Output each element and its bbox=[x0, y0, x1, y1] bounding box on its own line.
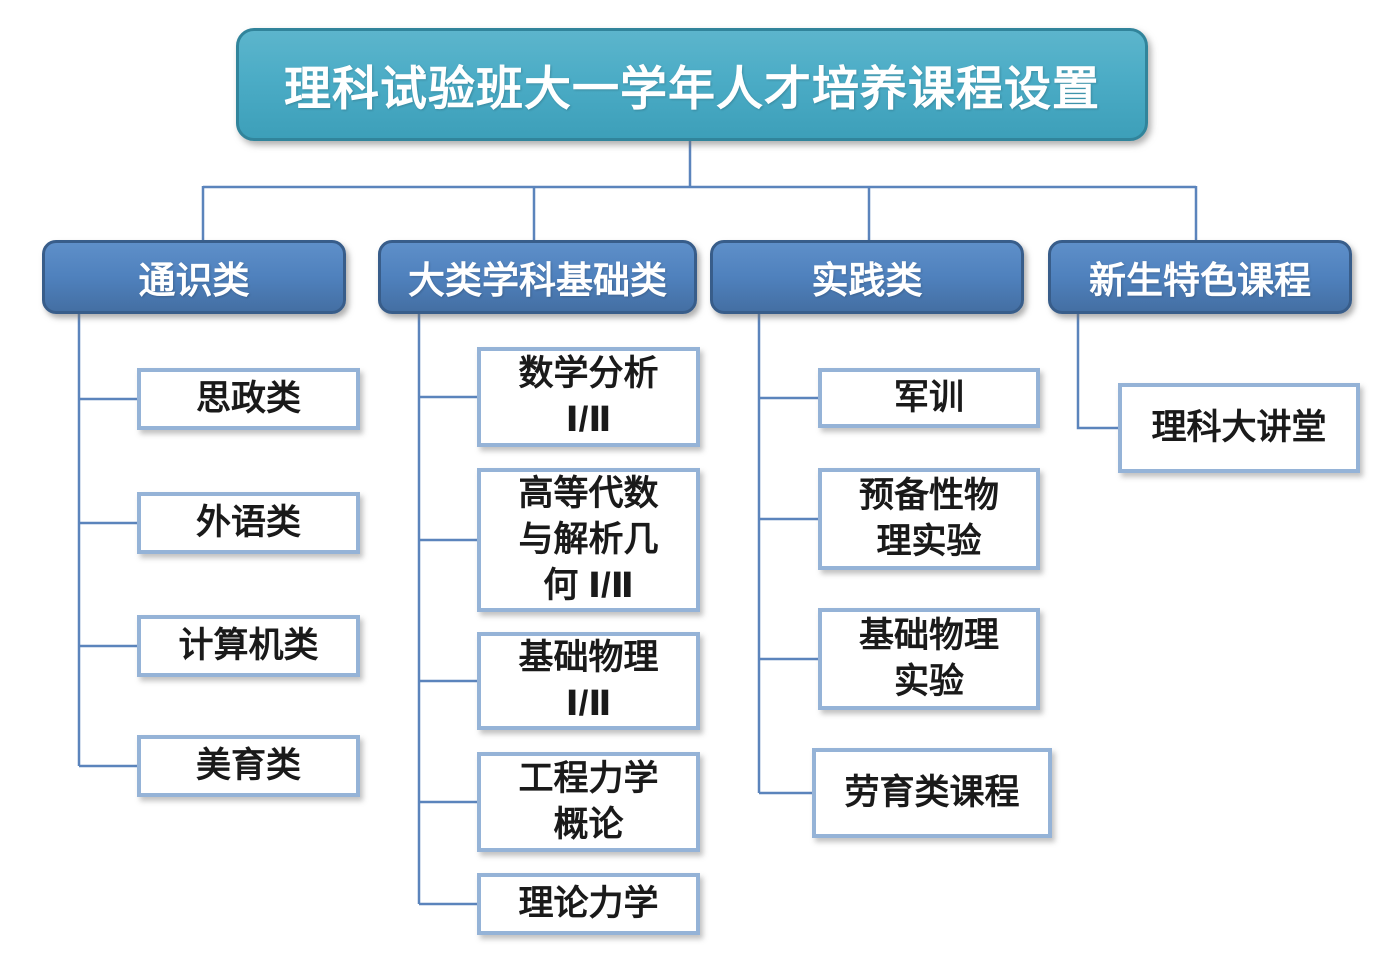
root-node-title: 理科试验班大一学年人才培养课程设置 bbox=[236, 28, 1148, 141]
leaf-node-military-training: 军训 bbox=[818, 368, 1040, 428]
leaf-node-science-lecture-hall: 理科大讲堂 bbox=[1118, 383, 1360, 473]
leaf-node-labor-education-courses: 劳育类课程 bbox=[812, 748, 1052, 838]
leaf-node-mathematical-analysis: 数学分析 Ⅰ/Ⅱ bbox=[477, 347, 700, 447]
leaf-node-engineering-mechanics-intro: 工程力学 概论 bbox=[477, 752, 700, 852]
leaf-node-aesthetic-education: 美育类 bbox=[137, 735, 360, 797]
leaf-node-fundamental-physics: 基础物理 Ⅰ/Ⅱ bbox=[477, 632, 700, 730]
leaf-node-ideological-political: 思政类 bbox=[137, 368, 360, 430]
leaf-node-foreign-language: 外语类 bbox=[137, 492, 360, 554]
leaf-node-fundamental-physics-experiment: 基础物理 实验 bbox=[818, 608, 1040, 710]
category-node-freshman-special-courses: 新生特色课程 bbox=[1048, 240, 1352, 314]
category-node-disciplinary-foundation: 大类学科基础类 bbox=[378, 240, 697, 314]
category-node-practice: 实践类 bbox=[710, 240, 1024, 314]
leaf-node-advanced-algebra-analytic-geometry: 高等代数 与解析几 何 Ⅰ/Ⅱ bbox=[477, 468, 700, 612]
category-node-general-studies: 通识类 bbox=[42, 240, 346, 314]
connector-cat4-leaf1 bbox=[1076, 314, 1118, 430]
leaf-node-computer: 计算机类 bbox=[137, 615, 360, 677]
leaf-node-theoretical-mechanics: 理论力学 bbox=[477, 873, 700, 935]
leaf-node-preparatory-physics-experiment: 预备性物 理实验 bbox=[818, 468, 1040, 570]
